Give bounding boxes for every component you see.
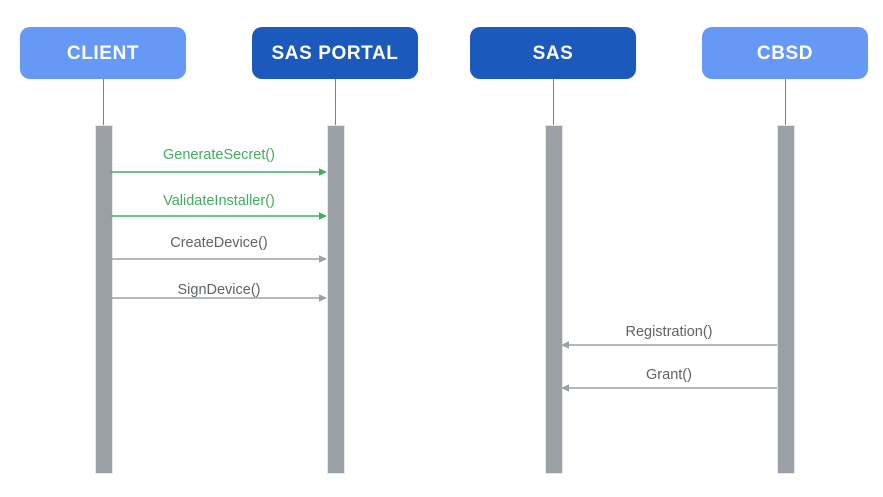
message-label-generate-secret: GenerateSecret()	[162, 147, 276, 163]
message-arrow-sign-device	[111, 292, 327, 304]
message-arrow-grant	[561, 382, 777, 394]
message-label-create-device: CreateDevice()	[170, 235, 268, 251]
message-arrow-create-device	[111, 253, 327, 265]
actor-label-client: CLIENT	[66, 42, 140, 64]
message-arrow-validate-installer	[111, 210, 327, 222]
actor-box-sas-portal[interactable]: SAS PORTAL	[252, 27, 418, 79]
message-label-validate-installer: ValidateInstaller()	[163, 193, 275, 209]
message-label-registration: Registration()	[625, 324, 713, 340]
actor-box-sas[interactable]: SAS	[470, 27, 636, 79]
actor-label-sas: SAS	[532, 42, 574, 64]
message-label-grant: Grant()	[646, 367, 692, 383]
activation-bar-sas	[545, 125, 563, 474]
lifeline-cbsd	[785, 79, 786, 125]
actor-box-client[interactable]: CLIENT	[20, 27, 186, 79]
message-arrow-registration	[561, 339, 777, 351]
lifeline-client	[103, 79, 104, 125]
message-arrow-generate-secret	[111, 166, 327, 178]
activation-bar-sas-portal	[327, 125, 345, 474]
message-label-sign-device: SignDevice()	[177, 282, 261, 298]
activation-bar-cbsd	[777, 125, 795, 474]
activation-bar-client	[95, 125, 113, 474]
lifeline-sas	[553, 79, 554, 125]
lifeline-sas-portal	[335, 79, 336, 125]
actor-label-sas-portal: SAS PORTAL	[271, 42, 399, 64]
actor-box-cbsd[interactable]: CBSD	[702, 27, 868, 79]
actor-label-cbsd: CBSD	[756, 42, 814, 64]
